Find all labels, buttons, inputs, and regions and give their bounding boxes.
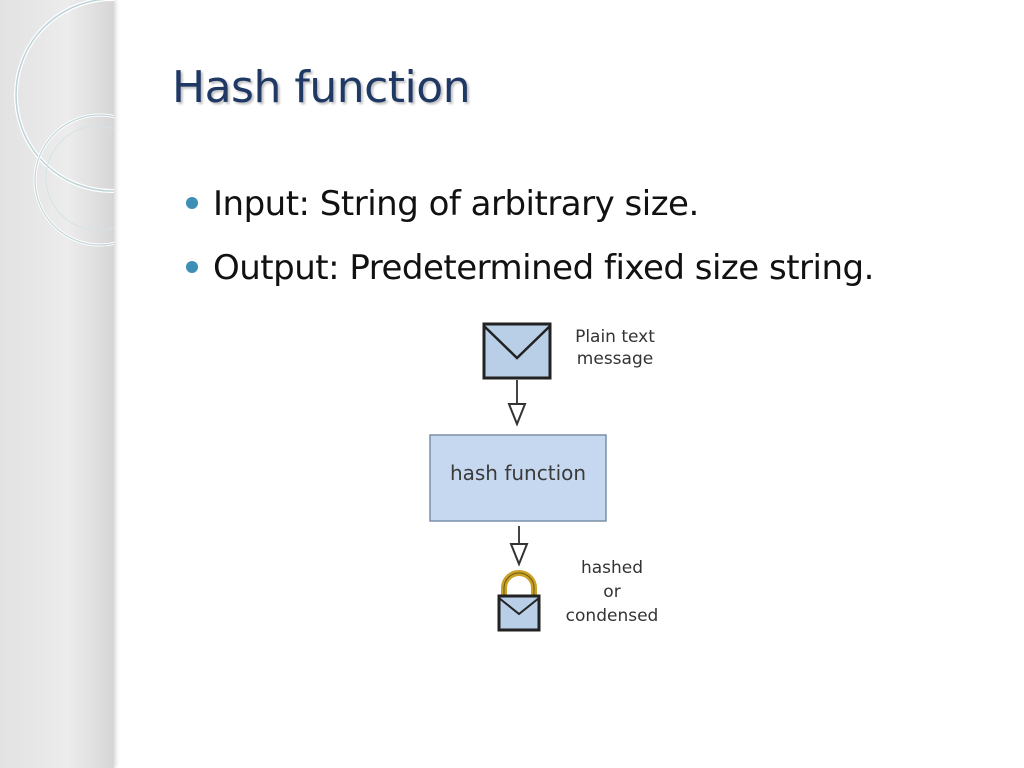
hash-function-box [429,434,607,522]
input-label-line: Plain text [575,327,655,347]
bullet-list: Input: String of arbitrary size. Output:… [183,172,874,300]
bullet-text: Output: Predetermined fixed size string. [213,248,874,288]
decorative-side-band [0,0,114,768]
hash-box-label: hash function [449,461,587,485]
arrow-down-icon [509,526,529,567]
envelope-icon [482,322,552,380]
output-label-line: or [603,582,621,602]
bullet-item-output: Output: Predetermined fixed size string. [183,236,874,300]
bullet-item-input: Input: String of arbitrary size. [183,172,874,236]
bullet-dot-icon [186,197,198,209]
output-label: hashed or condensed [552,556,672,628]
arrow-down-icon [507,380,527,427]
decorative-circles [14,0,114,247]
bullet-text: Input: String of arbitrary size. [213,184,699,224]
output-label-line: condensed [565,606,659,626]
input-label-line: message [576,349,654,369]
slide-title: Hash function [172,62,471,113]
hash-function-diagram: Plain text message hash function hashed … [418,316,680,640]
input-label: Plain text message [560,326,670,370]
bullet-dot-icon [186,261,198,273]
output-label-line: hashed [580,558,644,578]
lock-icon [497,570,541,632]
